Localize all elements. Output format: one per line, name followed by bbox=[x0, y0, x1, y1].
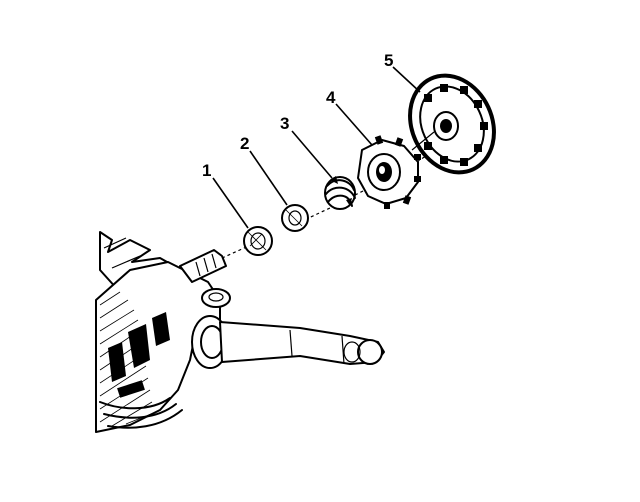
leader-line-5 bbox=[392, 66, 421, 93]
leader-line-1 bbox=[212, 177, 249, 229]
turn-signal-lever bbox=[191, 315, 385, 369]
callout-4: 4 bbox=[326, 88, 336, 107]
callout-5: 5 bbox=[384, 51, 393, 70]
part-1-bearing bbox=[243, 226, 273, 256]
callout-2: 2 bbox=[240, 134, 249, 153]
callout-3: 3 bbox=[280, 114, 289, 133]
part-2-bushing bbox=[281, 204, 309, 232]
part-3-spring bbox=[324, 176, 356, 210]
callout-1: 1 bbox=[202, 161, 211, 180]
leader-line-2 bbox=[249, 150, 288, 206]
leader-line-4 bbox=[335, 103, 373, 146]
leader-line-3 bbox=[291, 130, 333, 179]
part-4-cancel-cam bbox=[357, 135, 421, 209]
part-5-retainer-plate bbox=[408, 73, 496, 175]
steering-column-housing bbox=[95, 231, 231, 433]
